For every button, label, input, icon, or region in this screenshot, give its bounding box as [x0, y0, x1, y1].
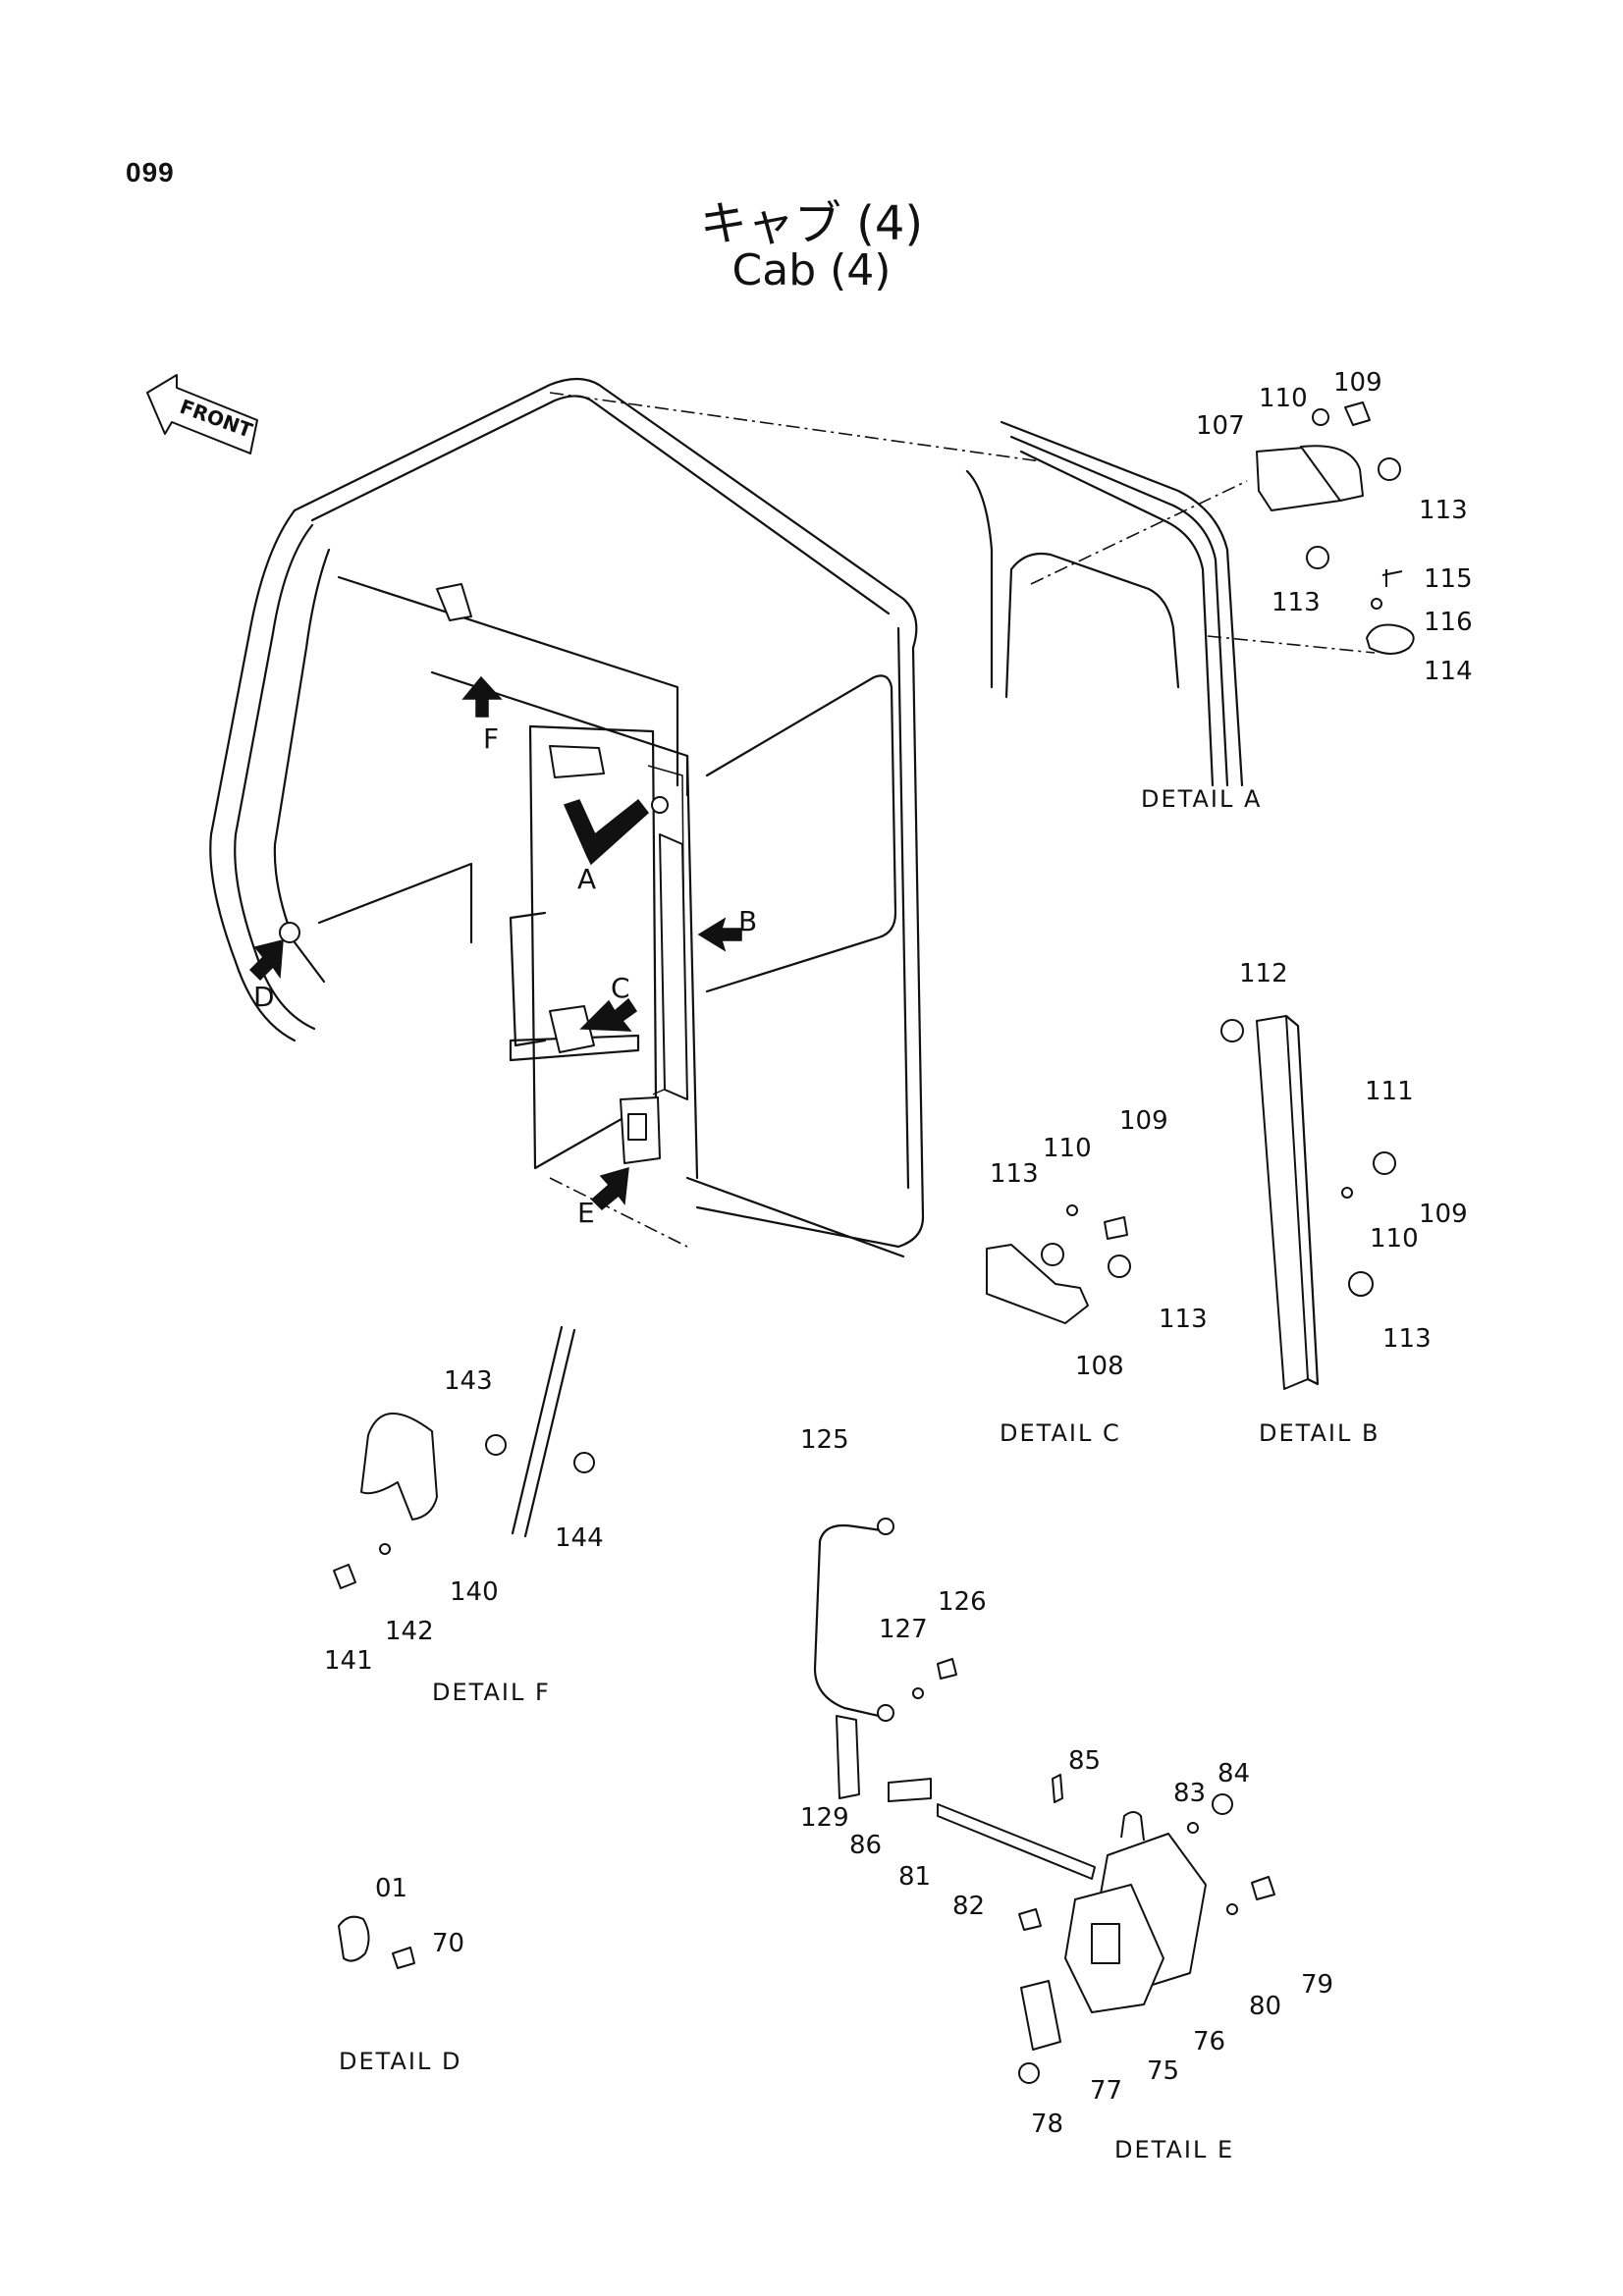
callout-e-79: 79	[1301, 1970, 1333, 2000]
detail-arrow-a-icon: A	[563, 798, 650, 895]
svg-text:F: F	[483, 722, 499, 755]
callout-b-110: 110	[1370, 1224, 1419, 1254]
svg-text:E: E	[577, 1197, 595, 1229]
detail-d-label: DETAIL D	[339, 2048, 461, 2075]
detail-b: 112 111 109 110 113 DETAIL B	[1220, 959, 1468, 1447]
callout-b-112: 112	[1239, 959, 1288, 988]
detail-e: 125 127 126 129 86 85 83 84 81 82 79 80 …	[800, 1425, 1333, 2163]
detail-a-label: DETAIL A	[1141, 785, 1262, 813]
callout-b-111: 111	[1365, 1077, 1414, 1106]
callout-d-01: 01	[375, 1874, 407, 1903]
detail-arrow-e-icon: E	[577, 1166, 629, 1229]
callout-f-144: 144	[555, 1523, 604, 1553]
svg-text:D: D	[253, 981, 275, 1013]
callout-c-113-right: 113	[1159, 1305, 1208, 1334]
callout-f-141: 141	[324, 1646, 373, 1676]
callout-e-86: 86	[849, 1831, 882, 1860]
svg-text:C: C	[611, 972, 630, 1004]
callout-f-140: 140	[450, 1577, 499, 1607]
callout-e-78: 78	[1031, 2109, 1063, 2139]
callout-c-110: 110	[1043, 1134, 1092, 1163]
callout-a-114: 114	[1424, 657, 1473, 686]
callout-c-109: 109	[1119, 1106, 1168, 1136]
callout-e-76: 76	[1193, 2027, 1225, 2056]
page-number: 099	[126, 157, 175, 187]
callout-a-113-right: 113	[1419, 496, 1468, 525]
callout-b-109: 109	[1419, 1200, 1468, 1229]
callout-e-84: 84	[1217, 1759, 1250, 1789]
front-arrow-icon: FRONT	[146, 374, 258, 454]
callout-a-116: 116	[1424, 608, 1473, 637]
detail-c-label: DETAIL C	[1000, 1419, 1121, 1447]
svg-text:B: B	[738, 905, 757, 937]
callout-a-107: 107	[1196, 411, 1245, 441]
callout-e-75: 75	[1147, 2056, 1179, 2086]
callout-f-143: 143	[444, 1366, 493, 1396]
title-japanese: キャブ (4)	[699, 196, 924, 251]
callout-c-113-left: 113	[990, 1159, 1039, 1189]
callout-b-113: 113	[1382, 1324, 1432, 1354]
svg-text:A: A	[577, 863, 596, 895]
title-english: Cab (4)	[731, 245, 892, 295]
detail-arrow-b-icon: B	[697, 905, 757, 952]
detail-f: 143 144 140 142 141 DETAIL F	[324, 1325, 604, 1706]
callout-c-108: 108	[1075, 1352, 1124, 1381]
cab-main-view: A B C D E F	[209, 377, 1042, 1258]
callout-e-85: 85	[1068, 1746, 1101, 1776]
callout-e-127: 127	[879, 1615, 928, 1644]
callout-e-77: 77	[1090, 2076, 1122, 2106]
detail-c: 109 110 113 113 108 DETAIL C	[986, 1106, 1208, 1447]
detail-d: 01 70 DETAIL D	[338, 1874, 464, 2075]
callout-a-113-bottom: 113	[1271, 588, 1321, 617]
callout-e-129: 129	[800, 1803, 849, 1833]
callout-e-125: 125	[800, 1425, 849, 1455]
callout-e-126: 126	[938, 1587, 987, 1617]
detail-arrow-f-icon: F	[461, 675, 503, 755]
detail-arrow-d-icon: D	[248, 939, 284, 1013]
callout-d-70: 70	[432, 1929, 464, 1958]
callout-a-115: 115	[1424, 564, 1473, 594]
detail-b-label: DETAIL B	[1259, 1419, 1380, 1447]
callout-e-83: 83	[1173, 1779, 1206, 1808]
detail-e-label: DETAIL E	[1114, 2136, 1234, 2163]
callout-e-81: 81	[898, 1862, 931, 1892]
detail-f-label: DETAIL F	[432, 1679, 551, 1706]
callout-f-142: 142	[385, 1617, 434, 1646]
callout-e-80: 80	[1249, 1992, 1281, 2021]
callout-e-82: 82	[952, 1892, 985, 1921]
callout-a-110: 110	[1259, 384, 1308, 413]
detail-arrow-c-icon: C	[579, 972, 638, 1032]
callout-a-109: 109	[1333, 368, 1382, 398]
detail-a: 109 110 107 113 113 115 116 114 DETAIL A	[965, 368, 1473, 813]
